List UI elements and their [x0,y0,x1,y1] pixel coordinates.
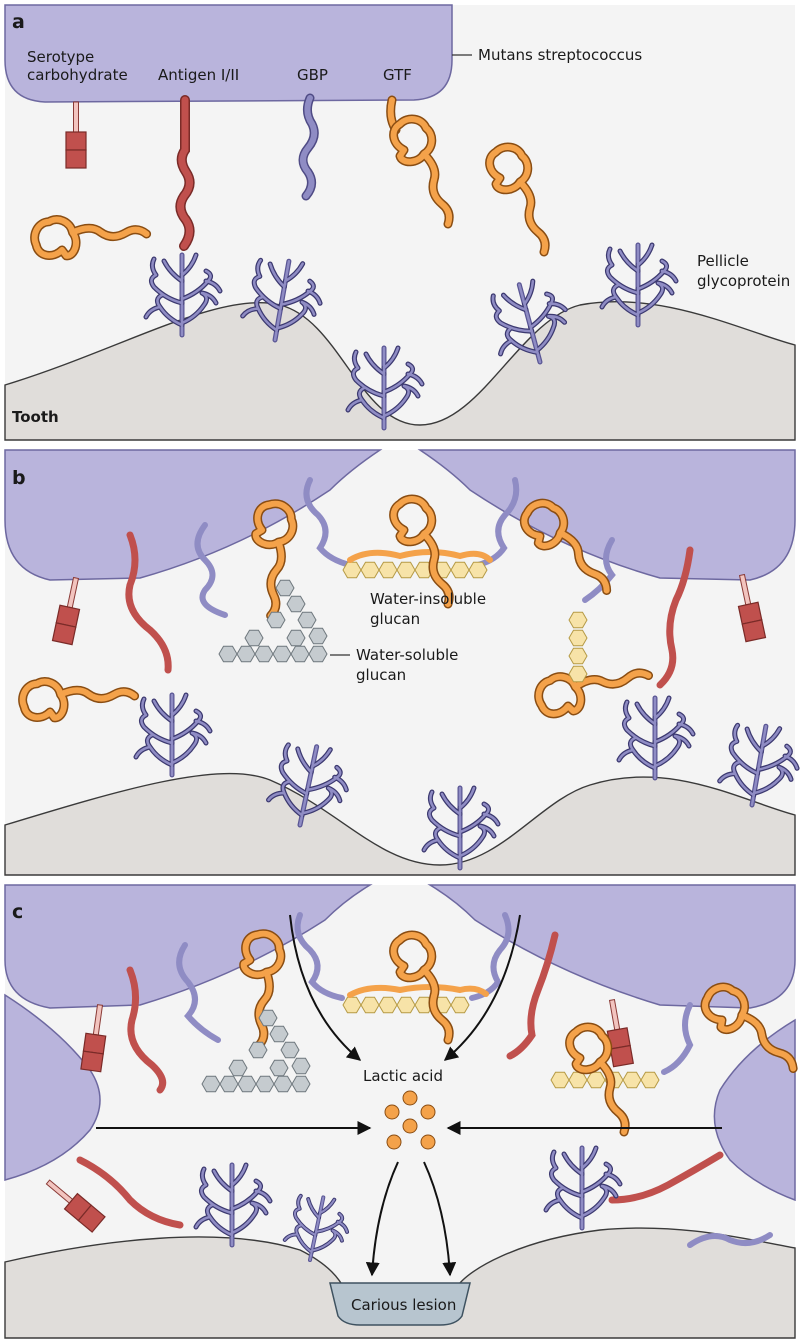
pellicle-label-line1: Pellicle [697,252,749,270]
mutans-bacterium [4,4,453,103]
water-insoluble-label-line2: glucan [370,610,420,628]
bacterium-upper-right-c [427,884,796,1009]
water-insoluble-label-line1: Water-insoluble [370,590,486,608]
gbp-b-center-left [303,477,353,568]
serotype-label-line2: carbohydrate [27,66,128,84]
gbp-c2 [294,912,345,1001]
antigen-c2 [506,931,559,1060]
antigen-i-ii [177,96,193,250]
panel-b-letter: b [12,467,26,489]
tooth-label: Tooth [12,408,59,426]
carious-lesion [329,1282,471,1326]
gtf-label: GTF [383,66,412,84]
antigen-label: Antigen I/II [158,66,239,84]
gbp-b-center-right [475,477,520,568]
mutans-label: Mutans streptococcus [478,46,642,64]
water-soluble-label-line1: Water-soluble [356,646,458,664]
water-soluble-label-line2: glucan [356,666,406,684]
bacterium-lower-right-c [713,1018,796,1202]
gbp-c1 [176,942,221,1043]
arrow-down-left [365,1161,399,1277]
gbp-b-right [582,537,616,603]
arrow-upper-right [443,914,521,1061]
antigen-b-right [656,546,694,689]
bacterium-lower-left-c [4,993,101,1181]
antigen-c1 [126,966,167,1094]
panel-a: a Serotype carbohydrate Antigen I/II GBP… [4,4,796,441]
arrow-down-right [423,1161,457,1277]
gbp [300,95,318,199]
panel-b: b [4,449,800,876]
lactic-acid-label: Lactic acid [363,1067,443,1085]
antigen-c3 [76,1156,184,1229]
tooth-surface-b [4,772,796,876]
panel-c: Carious lesion c [4,884,796,1339]
serotype-label-line1: Serotype [27,48,94,66]
gbp-label: GBP [297,66,328,84]
tooth-surface [4,301,796,441]
panel-c-letter: c [12,901,23,923]
antigen-c4 [608,1151,724,1204]
gbp-c4 [661,1002,694,1075]
gtf-on-insoluble-glucan [347,549,493,563]
lactic-acid-molecules [384,1090,436,1150]
bacterium-left-b [4,449,383,581]
gbp-b-left [194,522,228,618]
panel-a-letter: a [12,11,25,33]
gbp-c5 [687,1232,773,1248]
pellicle-label-line2: glycoprotein [697,272,790,290]
arrow-upper-left [289,914,362,1061]
antigen-b-left [125,531,172,674]
carious-lesion-label: Carious lesion [351,1296,456,1314]
